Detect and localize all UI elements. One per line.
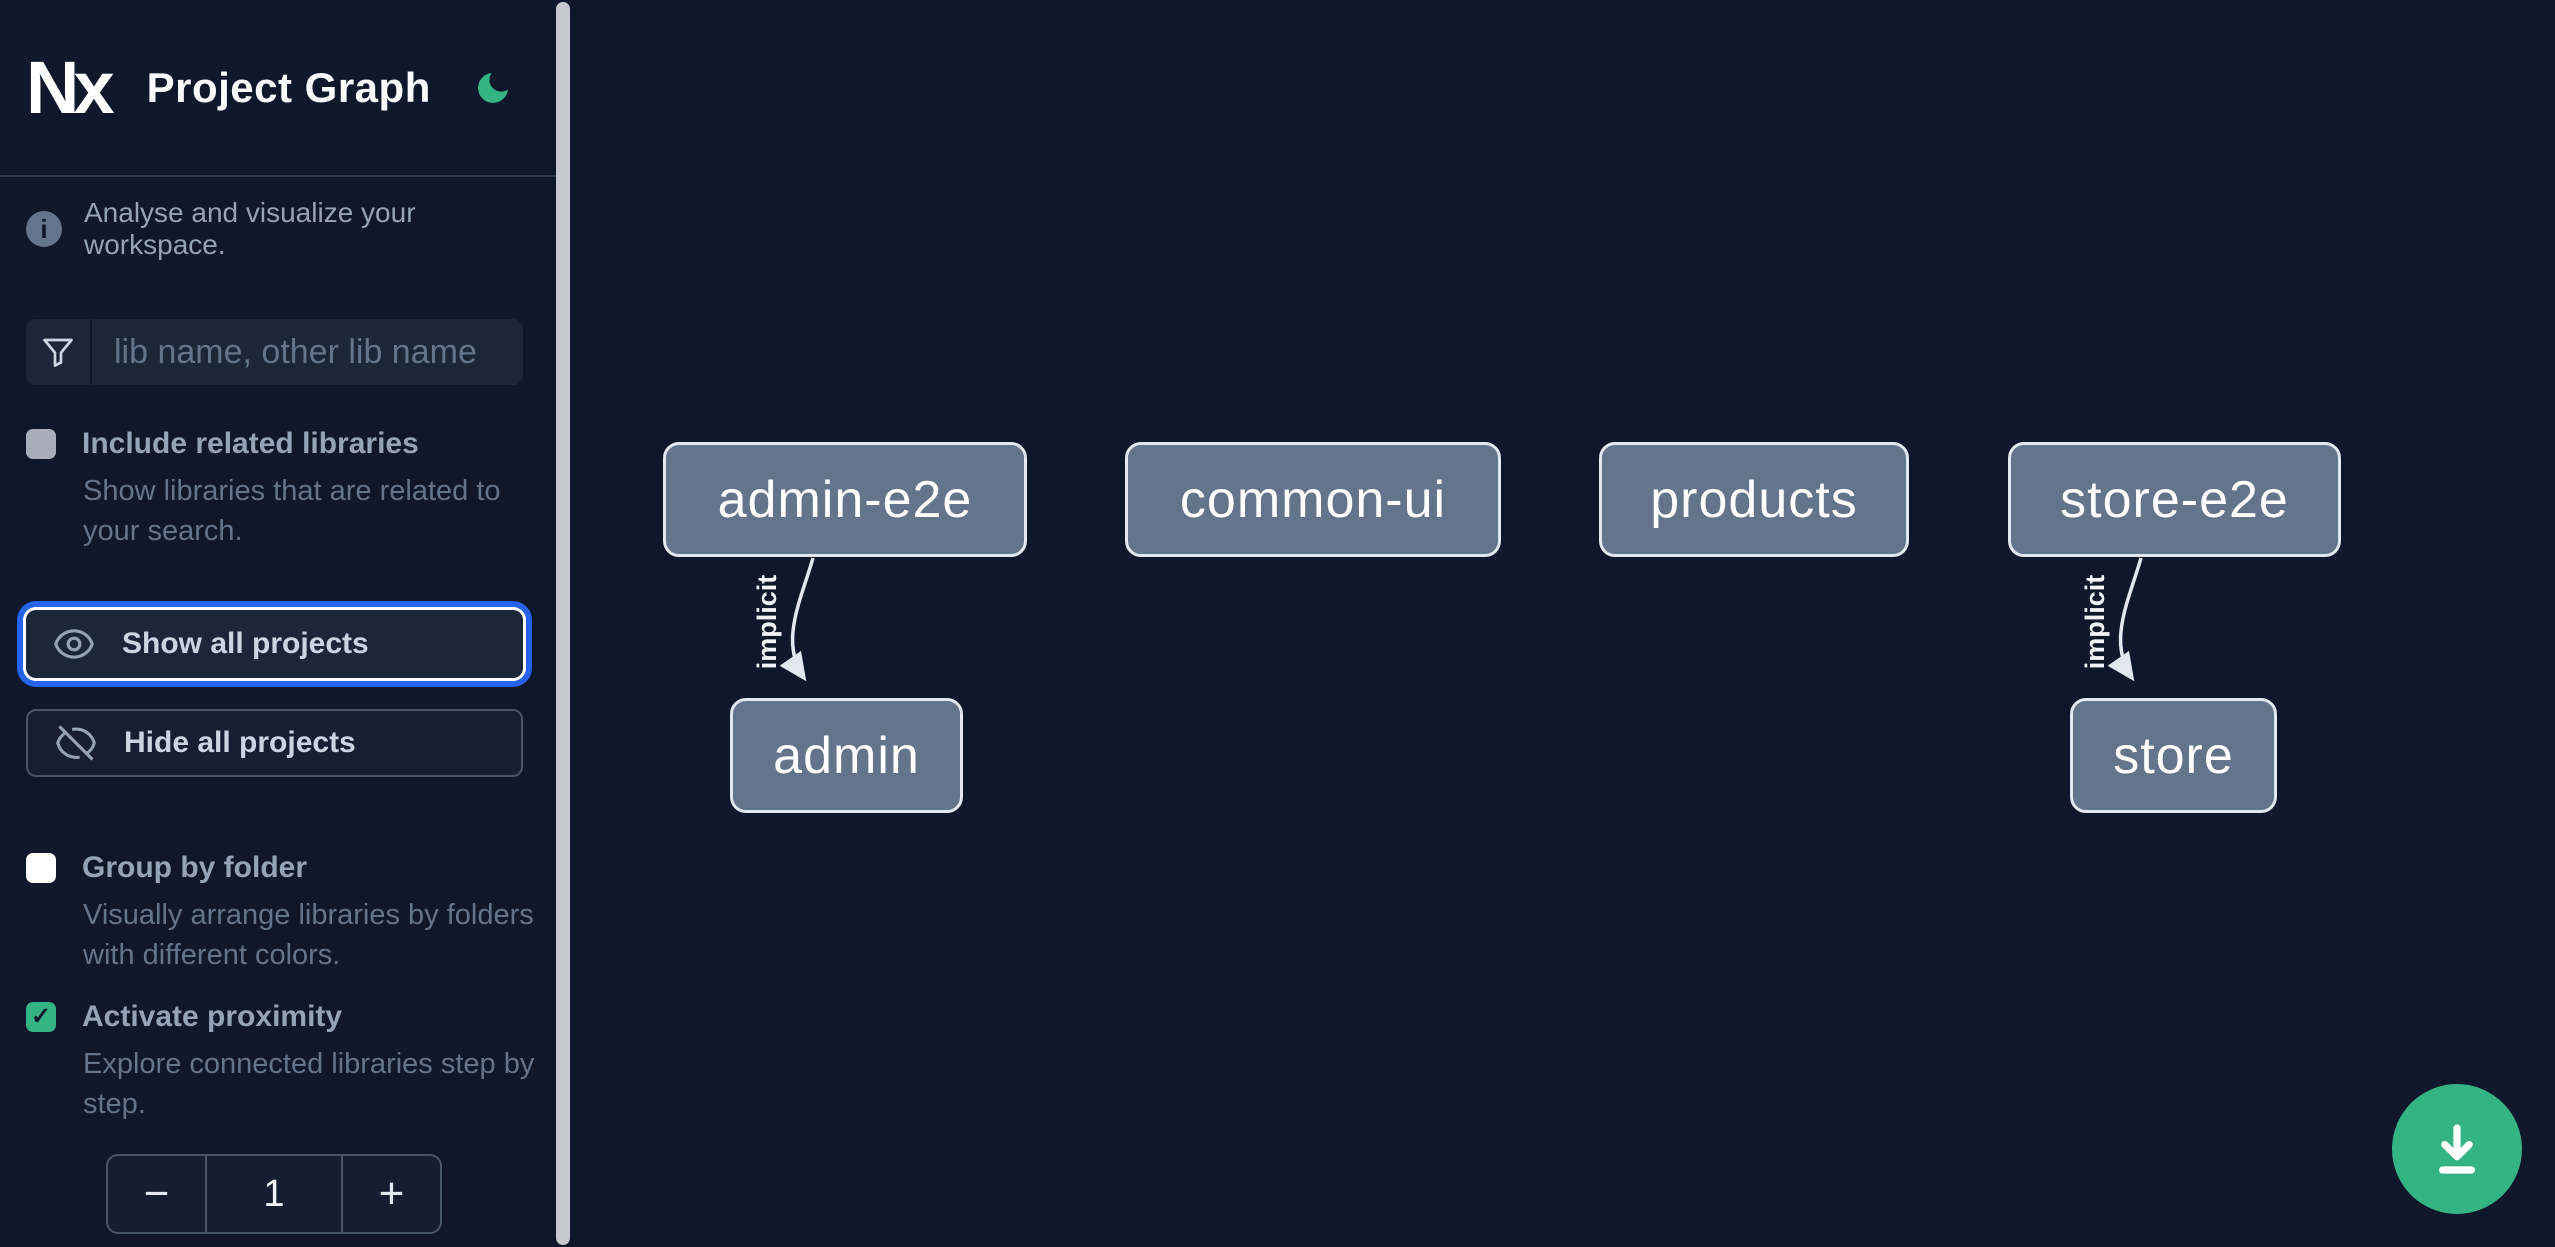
eye-icon — [54, 629, 94, 659]
stepper-value[interactable]: 1 — [205, 1156, 343, 1232]
include-related-label[interactable]: Include related libraries — [82, 427, 419, 460]
download-icon — [2439, 1124, 2475, 1174]
option-activate-proximity: ✓ Activate proximity Explore connected l… — [26, 1000, 538, 1124]
hide-all-projects-button[interactable]: Hide all projects — [26, 709, 523, 777]
filter-funnel-icon — [26, 319, 92, 385]
graph-canvas[interactable]: implicit implicit admin-e2e common-ui pr… — [570, 0, 2555, 1247]
show-all-projects-label: Show all projects — [122, 627, 369, 660]
group-by-folder-checkbox[interactable] — [26, 853, 56, 883]
info-text: Analyse and visualize your workspace. — [84, 197, 416, 260]
edge-label-implicit: implicit — [752, 575, 782, 670]
edge-label-implicit: implicit — [2080, 575, 2110, 670]
nx-logo: Nx — [26, 45, 115, 129]
node-store-e2e[interactable]: store-e2e — [2008, 442, 2341, 557]
sidebar-header: Nx Project Graph — [0, 0, 556, 177]
option-include-related: Include related libraries Show libraries… — [26, 427, 538, 551]
edge-store-e2e-store — [2107, 557, 2143, 682]
group-by-folder-label[interactable]: Group by folder — [82, 851, 307, 884]
node-admin[interactable]: admin — [730, 698, 963, 813]
sidebar: Nx Project Graph i Analyse and visualize… — [0, 0, 570, 1247]
option-group-by-folder: Group by folder Visually arrange librari… — [26, 851, 538, 975]
activate-proximity-label[interactable]: Activate proximity — [82, 1000, 343, 1033]
info-icon: i — [26, 211, 62, 247]
activate-proximity-checkbox[interactable]: ✓ — [26, 1002, 56, 1032]
sidebar-scrollbar[interactable] — [556, 2, 570, 1245]
group-by-folder-description: Visually arrange libraries by folders wi… — [83, 899, 534, 971]
show-all-projects-button[interactable]: Show all projects — [26, 610, 523, 678]
activate-proximity-description: Explore connected libraries step by step… — [83, 1048, 535, 1120]
download-image-button[interactable] — [2392, 1084, 2522, 1214]
include-related-description: Show libraries that are related to your … — [83, 475, 501, 547]
graph-edges: implicit implicit — [749, 557, 2143, 682]
hide-all-projects-label: Hide all projects — [124, 726, 356, 759]
edge-admin-e2e-admin — [779, 557, 815, 682]
node-common-ui[interactable]: common-ui — [1125, 442, 1501, 557]
node-store[interactable]: store — [2070, 698, 2277, 813]
stepper-decrement-button[interactable]: − — [143, 1169, 170, 1218]
moon-icon[interactable] — [473, 68, 513, 108]
eye-off-icon — [56, 725, 96, 761]
stepper-increment-button[interactable]: + — [378, 1169, 405, 1218]
include-related-checkbox[interactable] — [26, 429, 56, 459]
node-products[interactable]: products — [1599, 442, 1909, 557]
node-admin-e2e[interactable]: admin-e2e — [663, 442, 1027, 557]
proximity-stepper: − 1 + — [106, 1154, 442, 1234]
search-input[interactable] — [92, 319, 523, 385]
search-box — [26, 319, 523, 385]
page-title: Project Graph — [146, 63, 431, 111]
workspace-info: i Analyse and visualize your workspace. — [26, 197, 526, 261]
